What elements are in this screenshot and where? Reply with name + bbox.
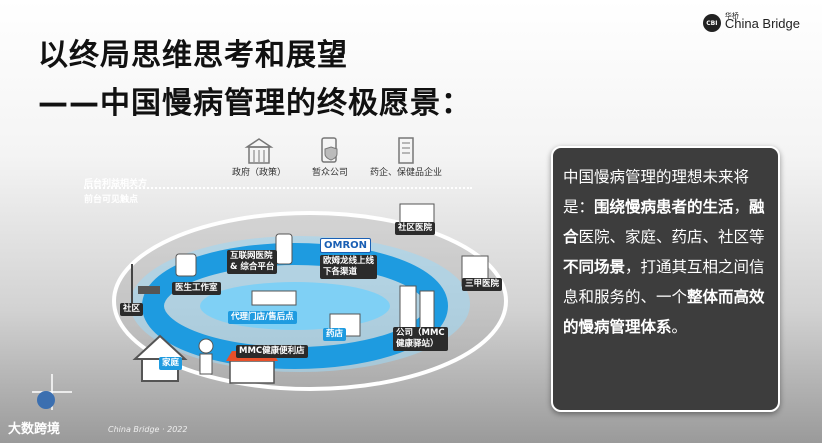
omron-logo: OMRON (320, 238, 372, 253)
doctor-icon (175, 253, 197, 277)
elderly-icon (198, 338, 214, 354)
cbi-logo-icon: CBI (702, 14, 721, 32)
page-title: 以终局思维思考和展望 (38, 38, 348, 73)
page-subtitle: ——中国慢病管理的终极愿景： (38, 86, 472, 121)
node-doctor-studio: 医生工作室 (172, 282, 221, 295)
blue-ring (142, 243, 448, 369)
store-icon (229, 360, 275, 384)
counter-icon (251, 290, 297, 306)
brand-name: China Bridge (724, 15, 800, 31)
vision-text: 中国慢病管理的理想未来将是：围绕慢病患者的生活，融合医院、家庭、药店、社区等不同… (563, 168, 765, 336)
node-mmc-store: MMC健康便利店 (236, 345, 308, 358)
node-community-hospital: 社区医院 (395, 222, 436, 235)
stakeholder-label: 政府（政策） (232, 168, 287, 178)
building-icon (398, 137, 414, 164)
copyright: China Bridge · 2022 (108, 425, 188, 434)
move-cursor-icon (32, 374, 72, 410)
divider-dotted (84, 187, 472, 189)
brand-logo: CBI 华桥 China Bridge (702, 12, 800, 32)
bench-icon (138, 286, 160, 294)
stakeholder-company: 暂众公司 (312, 135, 348, 178)
node-company: 公司（MMC 健康驿站） (393, 327, 448, 351)
node-home: 家庭 (159, 357, 183, 370)
frontstage-label: 前台可见触点 (84, 195, 139, 205)
smartphone-icon (275, 233, 293, 265)
vision-panel: 中国慢病管理的理想未来将是：围绕慢病患者的生活，融合医院、家庭、药店、社区等不同… (551, 146, 780, 412)
node-internet-hospital: 互联网医院 & 综合平台 (227, 250, 278, 274)
backstage-label: 后台利益相关方 (84, 179, 148, 189)
node-agency-store: 代理门店/售后点 (228, 311, 297, 324)
stakeholder-label: 药企、保健品企业 (370, 168, 443, 178)
brand-cn: 华桥 (724, 12, 739, 20)
ecosystem-diagram (112, 203, 508, 391)
government-icon (244, 138, 274, 164)
node-tertiary-hospital: 三甲医院 (462, 278, 503, 291)
stakeholder-pharma: 药企、保健品企业 (370, 135, 442, 178)
stakeholder-government: 政府（政策） (232, 135, 286, 178)
node-omron-channel: 欧姆龙线上线 下各渠道 (320, 255, 378, 279)
phone-shield-icon (321, 137, 338, 163)
community-hospital-icon (399, 203, 435, 225)
node-pharmacy: 药店 (323, 328, 347, 341)
node-community: 社区 (120, 303, 144, 316)
watermark: 大数跨境 (8, 422, 61, 437)
stakeholder-label: 暂众公司 (312, 168, 349, 178)
